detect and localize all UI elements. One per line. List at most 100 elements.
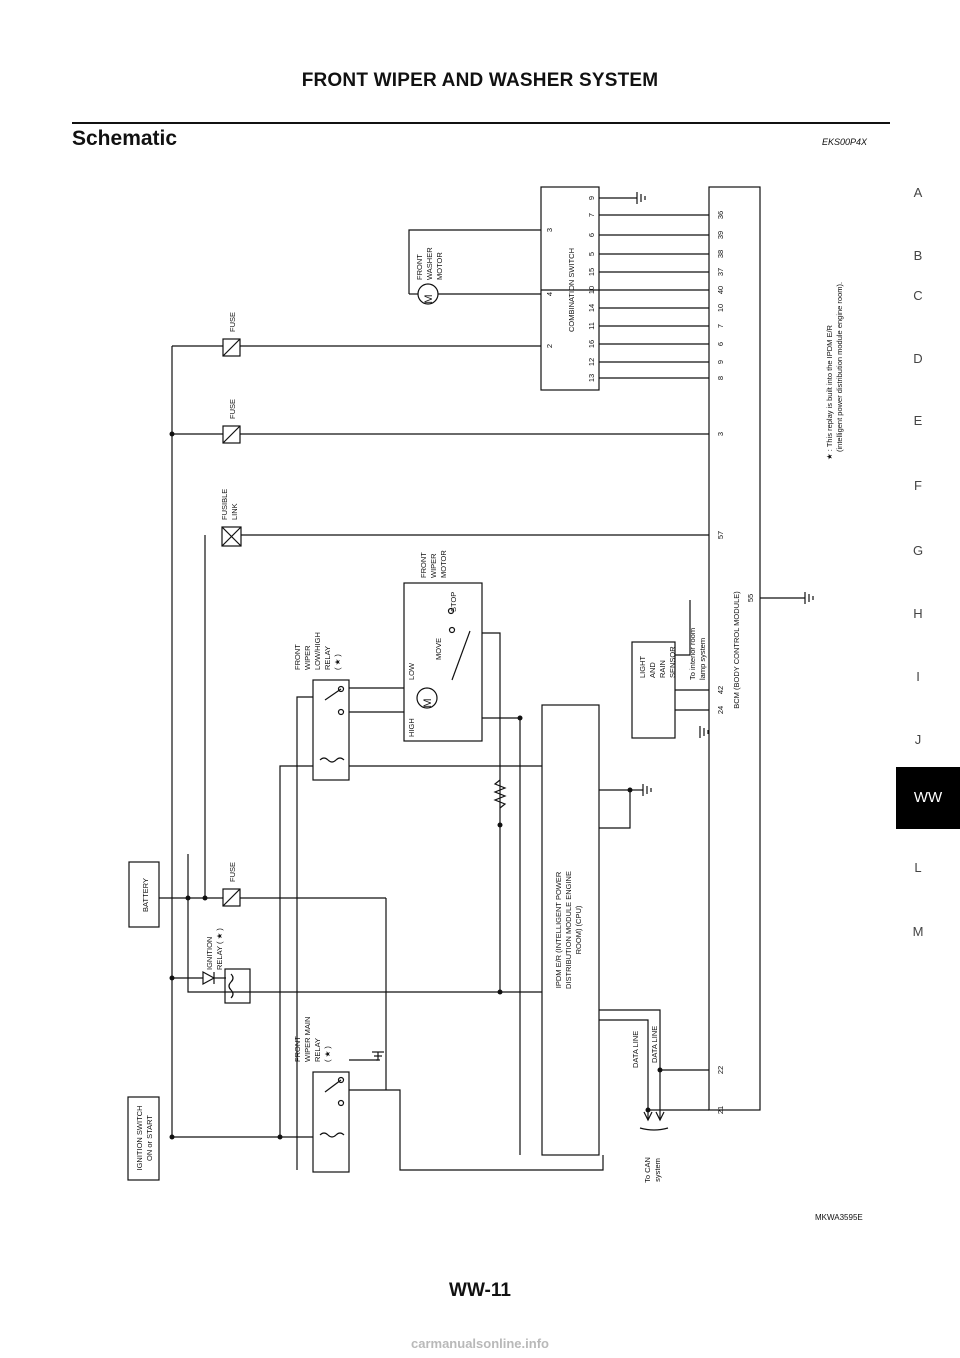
wiper-motor-box [403,582,483,742]
data-line-label-1: DATA LINE [631,1031,640,1068]
main-relay-label-1: FRONT [293,1036,302,1062]
wiper-motor-label-1: FRONT [419,552,428,578]
combo-top-pin-2: 2 [545,344,554,348]
lowhigh-relay-label-4: RELAY [323,646,332,670]
ipdm-label-3: ROOM) (CPU) [574,905,583,954]
index-tab-g[interactable]: G [912,543,924,558]
fuse-label-2: FUSE [228,399,237,419]
note-label-1: ★ : This replay is built into the IPDM E… [825,324,834,460]
combo-pin-16: 16 [587,340,596,348]
index-tab-f[interactable]: F [914,478,922,493]
index-tab-a[interactable]: A [913,185,923,200]
lowhigh-relay-contact [324,688,342,701]
ignition-switch-box [127,1096,160,1181]
ignition-relay-label-2: RELAY ( ★ ) [215,928,224,970]
combo-top-pin-4: 4 [545,292,554,296]
wiper-motor-label-3: MOTOR [439,550,448,578]
main-relay-box [312,1071,350,1173]
main-relay-label-3: RELAY [313,1038,322,1062]
fuse-label-1: FUSE [228,312,237,332]
sensor-label-1: LIGHT [638,655,647,678]
combo-pin-14: 14 [587,304,596,312]
interior-lamp-label-2: lamp system [698,638,707,680]
bcm-pin-24: 24 [716,706,725,714]
lowhigh-relay-label-2: WIPER [303,645,312,670]
can-label-2: system [653,1158,662,1182]
bcm-pin-57: 57 [716,531,725,539]
ignition-switch-label-2: ON or START [145,1115,154,1161]
washer-motor-label-2: WASHER [425,247,434,280]
ignition-switch-label-1: IGNITION SWITCH [135,1106,144,1171]
combo-pin-15: 15 [587,268,596,276]
fusible-link-label-1: FUSIBLE [220,489,229,520]
main-relay-contact [324,1079,342,1093]
battery-box [128,861,160,928]
fuse-label-3: FUSE [228,862,237,882]
lowhigh-relay-label-5: ( ★ ) [333,654,342,670]
combination-switch-box [540,186,600,391]
combo-pin-13: 13 [587,374,596,382]
bcm-pin-55: 55 [746,594,755,602]
index-tab-i[interactable]: I [916,669,920,684]
bcm-pin-7: 7 [716,324,725,328]
sensor-label-3: RAIN [658,660,667,678]
index-tab-m[interactable]: M [912,924,924,939]
note-label-2: (intelligent power distribution module e… [835,282,844,452]
bcm-pin-21: 21 [716,1106,725,1114]
section-title: Schematic [72,127,178,150]
main-relay-label-2: WIPER MAIN [303,1017,312,1062]
bcm-pin-36: 36 [716,211,725,219]
low-label: LOW [407,662,416,680]
combo-pin-9: 9 [587,196,596,200]
index-tab-c[interactable]: C [913,288,923,303]
fusible-link-label-2: LINK [230,503,239,520]
bcm-pin-40: 40 [716,286,725,294]
index-tab-e[interactable]: E [913,413,923,428]
fusible-link-icon [221,526,242,547]
battery-label: BATTERY [141,878,150,912]
wiper-motor-m: M [422,698,434,707]
bcm-box [708,186,761,1111]
index-tab-ww[interactable]: WW [896,767,960,829]
combination-switch-label: COMBINATION SWITCH [567,248,576,332]
fuse-1-icon [222,338,241,357]
sensor-label-2: AND [648,662,657,678]
bcm-pin-42: 42 [716,686,725,694]
ignition-relay-coil-icon [228,973,234,999]
bcm-pin-6: 6 [716,342,725,346]
combo-top-pin-3: 3 [545,228,554,232]
data-line-label-2: DATA LINE [650,1026,659,1063]
index-tab-d[interactable]: D [913,351,923,366]
ignition-relay-box [224,968,251,1004]
ipdm-label-2: DISTRIBUTION MODULE ENGINE [564,871,573,989]
wiper-motor-label-2: WIPER [429,553,438,578]
can-brace [639,1127,669,1131]
sensor-label-4: SENSOR [668,646,677,678]
main-relay-label-4: ( ★ ) [323,1046,332,1062]
move-label: MOVE [434,638,443,660]
combo-pin-12: 12 [587,358,596,366]
index-tab-b[interactable]: B [913,248,923,263]
can-label-1: To CAN [643,1157,652,1183]
bcm-pin-37: 37 [716,268,725,276]
wiper-motor-switch [451,630,471,681]
bcm-pin-8: 8 [716,376,725,380]
ipdm-label-1: IPDM E/R (INTELLIGENT POWER [554,871,563,988]
lowhigh-relay-coil-icon [319,757,345,763]
bcm-pin-22: 22 [716,1066,725,1074]
page-header-title: FRONT WIPER AND WASHER SYSTEM [301,70,659,91]
high-label: HIGH [407,718,416,737]
ground-symbols [372,192,814,1061]
index-tab-j[interactable]: J [914,732,922,747]
page-number: WW-11 [449,1280,511,1301]
combo-pin-6: 6 [587,233,596,237]
washer-motor-m: M [423,294,435,303]
section-code: EKS00P4X [822,137,868,147]
bcm-pin-10: 10 [716,304,725,312]
bcm-pin-39: 39 [716,231,725,239]
combo-pin-10: 10 [587,286,596,294]
index-tab-h[interactable]: H [913,606,923,621]
combo-pin-11: 11 [587,322,596,330]
index-tab-l[interactable]: L [914,860,922,875]
